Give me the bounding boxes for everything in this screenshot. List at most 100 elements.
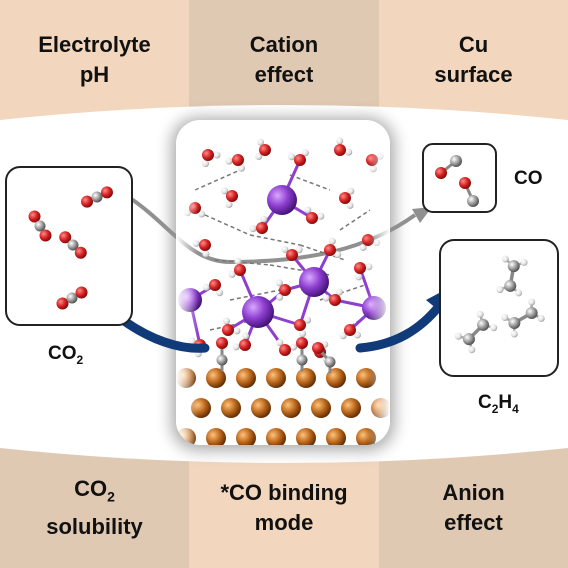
oxygen-atom <box>75 286 88 299</box>
hydrogen-atom <box>276 293 284 301</box>
bottom-factor-band: CO2 solubility *CO binding mode Anion ef… <box>0 448 568 568</box>
factor-co-binding-mode-line2: mode <box>254 510 314 535</box>
carbon-atom <box>324 356 336 368</box>
hydrogen-atom <box>501 255 509 263</box>
hydrogen-atom <box>335 288 343 296</box>
oxygen-atom <box>279 284 291 296</box>
carbon-atom <box>467 195 479 207</box>
oxygen-atom <box>28 210 41 223</box>
hydrogen-atom <box>213 151 221 159</box>
hydrogen-atom <box>510 330 518 338</box>
oxygen-atom <box>100 186 113 199</box>
hydrogen-atom <box>299 330 307 338</box>
oxygen-atom <box>329 294 341 306</box>
hydrogen-bond <box>299 244 346 261</box>
hydrogen-atom <box>339 332 347 340</box>
oxygen-atom <box>56 297 69 310</box>
oxygen-atom <box>209 279 221 291</box>
hydrogen-atom <box>334 251 342 259</box>
hydrogen-bond <box>194 169 241 191</box>
copper-atom <box>206 368 226 388</box>
factor-anion-effect-line1: Anion <box>442 480 505 505</box>
hydrogen-atom <box>301 149 309 157</box>
co2-molecules <box>28 186 113 310</box>
c2h4-label-sub2: 4 <box>512 401 519 416</box>
hydrogen-atom <box>515 289 523 297</box>
solvated-cations-and-water <box>178 137 386 374</box>
carbon-atom <box>508 317 521 329</box>
hydrogen-atom <box>281 245 289 253</box>
hydrogen-atom <box>490 324 498 332</box>
oxygen-atom <box>39 229 52 242</box>
arrow-co2-in <box>115 313 210 353</box>
top-factor-band: Electrolyte pH Cation effect Cu surface <box>0 0 568 120</box>
oxygen-atom <box>344 324 356 336</box>
factor-cation-effect: Cation effect <box>189 0 379 120</box>
hydrogen-atom <box>501 314 509 321</box>
oxygen-atom <box>294 154 306 166</box>
factor-co2-solubility-line2: solubility <box>46 513 143 539</box>
oxygen-atom <box>334 144 346 156</box>
hydrogen-atom <box>454 332 462 340</box>
hydrogen-atom <box>225 201 233 209</box>
copper-atom <box>266 368 286 388</box>
cation-atom <box>267 185 297 215</box>
hydrogen-atom <box>288 153 296 161</box>
c2h4-label-sub1: 2 <box>491 401 499 416</box>
carbon-atom <box>507 260 520 273</box>
slab-fade-right <box>368 120 390 445</box>
cation-atom <box>242 296 274 328</box>
oxygen-atom <box>81 195 94 208</box>
slab-background <box>176 120 390 445</box>
oxygen-atom <box>459 177 471 189</box>
hydrogen-atom <box>202 250 210 258</box>
factor-co2-sub: 2 <box>107 488 115 505</box>
copper-atom <box>236 428 256 445</box>
hydrogen-atom <box>328 237 336 245</box>
oxygen-atom <box>202 149 214 161</box>
c2h4-molecules <box>454 255 545 354</box>
hydrogen-atom <box>322 294 330 302</box>
hydrogen-atom <box>249 225 257 233</box>
hydrogen-atom <box>233 327 241 335</box>
c2h4-product-box <box>439 239 559 377</box>
hydrogen-atom <box>355 273 363 281</box>
factor-co2-solubility: CO2 solubility <box>0 448 189 568</box>
hydrogen-atom <box>353 331 361 339</box>
oxygen-atom <box>354 262 366 274</box>
factor-co-binding-mode-line1: *CO binding <box>220 480 348 505</box>
hydrogen-atom <box>228 270 236 278</box>
carbon-atom <box>34 220 46 232</box>
oxygen-atom <box>259 144 271 156</box>
oxygen-atom <box>339 192 351 204</box>
carbon-atom <box>296 354 308 366</box>
oxygen-atom <box>232 154 244 166</box>
carbon-atom <box>66 292 78 304</box>
carbon-atom <box>91 191 103 203</box>
co-product-box <box>422 143 497 213</box>
oxygen-atom <box>312 342 324 354</box>
hydrogen-atom <box>256 138 264 146</box>
hydrogen-atom <box>520 258 528 266</box>
copper-atom <box>296 428 316 445</box>
hydrogen-atom <box>255 152 263 160</box>
copper-atom <box>341 398 361 418</box>
oxygen-atom <box>59 231 72 244</box>
c2h4-label-c: C <box>478 392 492 413</box>
factor-co2-solubility-line1: CO2 <box>46 474 143 511</box>
copper-atom <box>206 428 226 445</box>
carbon-atom <box>450 155 462 167</box>
hydrogen-atom <box>347 187 355 195</box>
oxygen-atom <box>216 337 228 349</box>
hydrogen-atom <box>232 343 240 351</box>
hydrogen-atom <box>221 187 229 195</box>
oxygen-atom <box>296 337 308 349</box>
slab-fade-left <box>176 120 198 445</box>
hydrogen-atom <box>304 316 312 324</box>
oxygen-atom <box>74 246 87 259</box>
hydrogen-atom <box>295 246 303 254</box>
oxygen-atom <box>306 212 318 224</box>
oxygen-atom <box>199 239 211 251</box>
copper-atom <box>266 428 286 445</box>
